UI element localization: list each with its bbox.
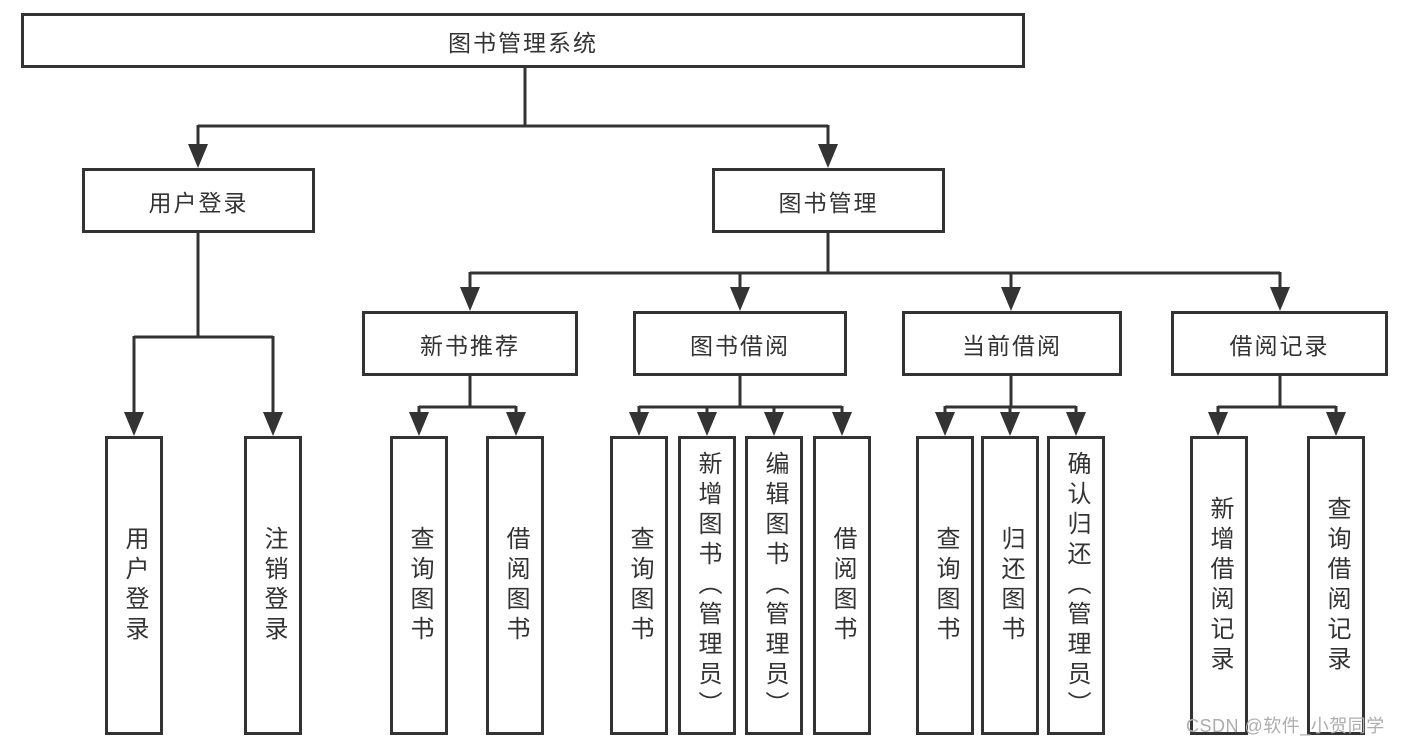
leaf-recommend-search-books-label: 查询图书 (406, 525, 433, 646)
node-user-login-label: 用户登录 (148, 189, 249, 216)
leaf-logout-label: 注销登录 (260, 525, 287, 646)
leaf-recommend-search-books: 查询图书 (390, 436, 448, 735)
node-current-borrowing: 当前借阅 (902, 311, 1122, 376)
node-new-book-recommendation: 新书推荐 (362, 311, 578, 376)
leaf-confirm-return-admin: 确认归还（管理员） (1047, 436, 1105, 735)
leaf-borrowing-borrow-books-label: 借阅图书 (829, 525, 856, 646)
leaf-add-book-admin-label: 新增图书（管理员） (694, 450, 721, 721)
leaf-search-borrow-record: 查询借阅记录 (1307, 436, 1365, 735)
leaf-edit-book-admin: 编辑图书（管理员） (745, 436, 803, 735)
leaf-current-search-books: 查询图书 (916, 436, 974, 735)
leaf-search-borrow-record-label: 查询借阅记录 (1323, 495, 1350, 676)
leaf-add-borrow-record-label: 新增借阅记录 (1206, 495, 1233, 676)
node-current-borrowing-label: 当前借阅 (962, 332, 1062, 359)
csdn-watermark: CSDN @软件_小贺同学 (1186, 716, 1385, 736)
leaf-user-login-label: 用户登录 (121, 525, 148, 646)
leaf-add-book-admin: 新增图书（管理员） (678, 436, 736, 735)
leaf-current-search-books-label: 查询图书 (932, 525, 959, 646)
leaf-edit-book-admin-label: 编辑图书（管理员） (761, 450, 788, 721)
node-new-book-recommendation-label: 新书推荐 (420, 332, 520, 359)
node-book-borrowing-label: 图书借阅 (690, 332, 790, 359)
node-book-management-label: 图书管理 (778, 189, 879, 216)
node-book-borrowing: 图书借阅 (633, 311, 847, 376)
leaf-user-login: 用户登录 (105, 436, 163, 735)
leaf-confirm-return-admin-label: 确认归还（管理员） (1063, 450, 1090, 721)
leaf-borrowing-borrow-books: 借阅图书 (813, 436, 871, 735)
node-root: 图书管理系统 (21, 13, 1025, 68)
leaf-borrowing-search-books: 查询图书 (610, 436, 668, 735)
node-root-label: 图书管理系统 (448, 29, 598, 56)
node-borrowing-records: 借阅记录 (1171, 311, 1388, 376)
node-book-management: 图书管理 (712, 168, 945, 233)
leaf-return-book-label: 归还图书 (997, 525, 1024, 646)
leaf-add-borrow-record: 新增借阅记录 (1190, 436, 1248, 735)
leaf-logout: 注销登录 (244, 436, 302, 735)
node-borrowing-records-label: 借阅记录 (1229, 332, 1330, 359)
leaf-recommend-borrow-books: 借阅图书 (486, 436, 544, 735)
node-user-login: 用户登录 (82, 168, 315, 233)
leaf-borrowing-search-books-label: 查询图书 (626, 525, 653, 646)
leaf-recommend-borrow-books-label: 借阅图书 (502, 525, 529, 646)
leaf-return-book: 归还图书 (981, 436, 1039, 735)
